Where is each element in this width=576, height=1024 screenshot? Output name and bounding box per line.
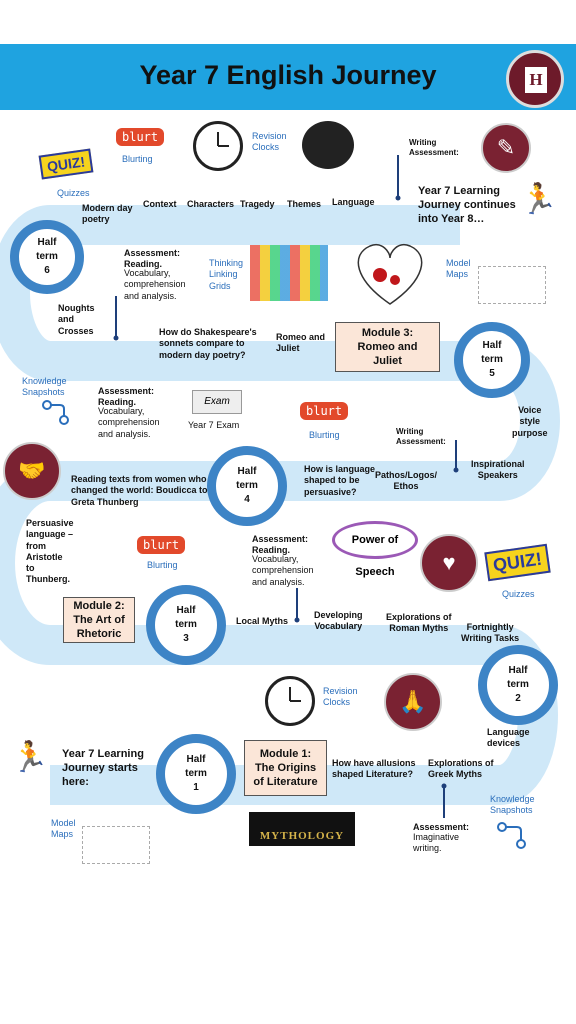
half-term-5-label: Half term 5: [481, 340, 503, 379]
module-2-label: Module 2: The Art of Rhetoric: [73, 599, 125, 641]
year-7-exam-label: Year 7 Exam: [188, 420, 240, 430]
blurt-icon-2: blurt: [300, 402, 349, 420]
themes-label: Themes: [287, 199, 322, 209]
quizzes-label-2: Quizzes: [502, 589, 535, 599]
clock-icon-2: [265, 676, 315, 726]
fortnightly-writing: Fortnightly Writing Tasks: [461, 622, 520, 644]
developing-vocabulary: Developing Vocabulary: [314, 610, 363, 632]
persuasive-question: How is language shaped to be persuasive?: [304, 464, 376, 497]
climbing-stairs-icon: 🏃: [520, 183, 558, 216]
journey-continues: Year 7 Learning Journey continues into Y…: [418, 185, 516, 225]
noughts-and-crosses: Noughts and Crosses: [58, 303, 95, 336]
blurt-icon: blurt: [116, 128, 165, 146]
module-2-box: Module 2: The Art of Rhetoric: [63, 597, 135, 643]
revision-clocks-label-2: Revision Clocks: [323, 686, 358, 708]
women-texts: Reading texts from women who changed the…: [71, 474, 208, 507]
language-label: Language: [332, 197, 375, 207]
half-term-1-label: Half term 1: [185, 754, 207, 793]
page-title: Year 7 English Journey: [139, 60, 437, 90]
model-maps-label-bottom: Model Maps: [51, 818, 76, 840]
praying-hands-icon: 🙏: [384, 673, 442, 731]
assessment-imaginative-title: Assessment:: [413, 822, 470, 832]
characters-label: Characters: [187, 199, 235, 209]
half-term-4-label: Half term 4: [236, 466, 258, 505]
inspirational-speakers: Inspirational Speakers: [471, 459, 525, 481]
language-devices: Language devices: [487, 727, 530, 749]
mind-map-icon: [478, 266, 546, 304]
half-term-1: Half term 1: [156, 734, 236, 814]
blurting-label: Blurting: [122, 154, 153, 164]
pathos-logos-ethos: Pathos/Logos/ Ethos: [375, 470, 438, 492]
assessment-reading-2-title: Assessment: Reading.: [98, 386, 155, 408]
greek-myths: Explorations of Greek Myths: [428, 758, 494, 780]
assessment-reading-3-body: Vocabulary, comprehension and analysis.: [252, 554, 314, 587]
quizzes-label: Quizzes: [57, 188, 90, 198]
half-term-4: Half term 4: [207, 446, 287, 526]
clock-icon: [193, 121, 243, 171]
half-term-6-label: Half term 6: [36, 237, 58, 276]
half-term-6: Half term 6: [10, 220, 84, 294]
writing-assessment-label-2: Writing Assessment:: [396, 427, 446, 446]
blurting-label-2: Blurting: [309, 430, 340, 440]
allusions-question: How have allusions shaped Literature?: [332, 758, 416, 780]
assessment-imaginative-body: Imaginative writing.: [413, 832, 460, 854]
logo-letter: H: [525, 67, 547, 93]
snapshot-icon-top: [42, 400, 70, 431]
thinking-linking-grids-label: Thinking Linking Grids: [209, 258, 244, 291]
module-3-box: Module 3: Romeo and Juliet: [335, 322, 440, 372]
modern-day-poetry: Modern day poetry: [82, 203, 133, 225]
grid-icon: [250, 245, 328, 301]
writing-assessment-label: Writing Assessment:: [409, 138, 459, 157]
half-term-3: Half term 3: [146, 585, 226, 665]
persuasive-language-label: Persuasive language – from Aristotle to …: [26, 518, 74, 585]
handshake-icon: 🤝: [3, 442, 61, 500]
snapshot-icon-bottom: [497, 822, 527, 855]
power-of-speech-icon: Power of Speech: [332, 521, 418, 578]
assessment-reading-2-body: Vocabulary, comprehension and analysis.: [98, 406, 160, 439]
assessment-reading-1-body: Vocabulary, comprehension and analysis.: [124, 268, 186, 301]
half-term-2-label: Half term 2: [507, 665, 529, 704]
model-maps-label-top: Model Maps: [446, 258, 471, 280]
journey-starts: Year 7 Learning Journey starts here:: [62, 748, 144, 788]
header-bar: [0, 44, 576, 110]
knowledge-snapshots-label-top: Knowledge Snapshots: [22, 376, 67, 398]
heart-icon: [350, 240, 430, 308]
mythology-banner: MYTHOLOGY: [249, 812, 355, 846]
blurting-label-3: Blurting: [147, 560, 178, 570]
heart-hands-icon: ♥: [420, 534, 478, 592]
assessment-reading-1-title: Assessment: Reading.: [124, 248, 181, 270]
mind-map-icon-2: [82, 826, 150, 864]
half-term-3-label: Half term 3: [175, 605, 197, 644]
tragedy-label: Tragedy: [240, 199, 275, 209]
romeo-and-juliet: Romeo and Juliet: [276, 332, 326, 354]
sonnets-question: How do Shakespeare's sonnets compare to …: [159, 327, 257, 360]
context-label: Context: [143, 199, 177, 209]
revision-clocks-label: Revision Clocks: [252, 131, 287, 153]
quill-icon: ✎: [481, 123, 531, 173]
assessment-reading-3-title: Assessment: Reading.: [252, 534, 309, 556]
blurt-icon-3: blurt: [137, 536, 186, 554]
voice-style-purpose: Voice style purpose: [512, 405, 548, 438]
roman-myths: Explorations of Roman Myths: [386, 612, 452, 634]
module-3-label: Module 3: Romeo and Juliet: [357, 326, 418, 368]
climbing-stairs-icon-2: 🏃: [11, 741, 49, 774]
school-logo: H: [506, 50, 564, 108]
module-1-label: Module 1: The Origins of Literature: [253, 747, 318, 789]
module-1-box: Module 1: The Origins of Literature: [244, 740, 327, 796]
exam-icon: Exam: [192, 390, 242, 414]
knowledge-snapshots-label-bottom: Knowledge Snapshots: [490, 794, 535, 816]
half-term-2: Half term 2: [478, 645, 558, 725]
local-myths: Local Myths: [236, 616, 289, 626]
theatre-masks-icon: [302, 121, 354, 169]
half-term-5: Half term 5: [454, 322, 530, 398]
